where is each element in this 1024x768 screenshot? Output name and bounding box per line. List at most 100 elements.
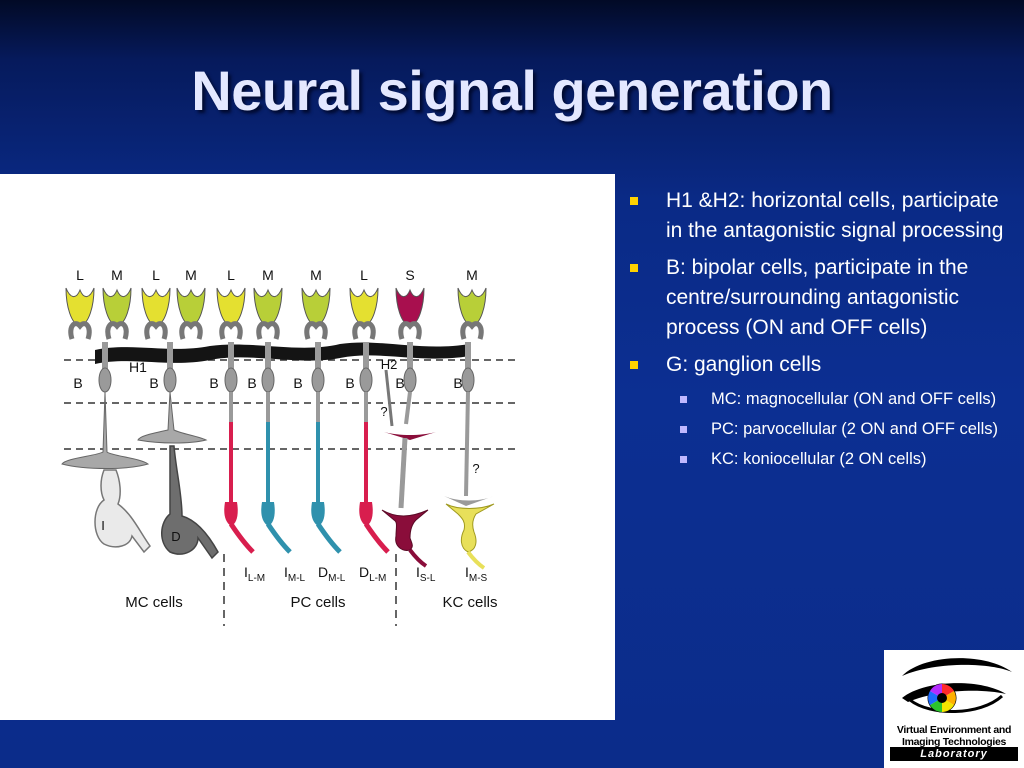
bullet-horizontal-cells: H1 &H2: horizontal cells, participate in… — [628, 186, 1018, 246]
logo-text-line1: Virtual Environment and — [896, 724, 1012, 736]
cone-pedicle — [179, 321, 203, 340]
bipolar-label: B — [149, 375, 158, 391]
sub-bullet-square-icon — [680, 456, 687, 463]
cone-pedicle — [68, 321, 92, 340]
h1-label: H1 — [129, 359, 147, 375]
pc-ganglion-axon — [363, 522, 390, 554]
cone-pedicle — [460, 321, 484, 340]
bipolar-cell-body — [163, 367, 177, 393]
cone-photoreceptor — [65, 287, 95, 327]
unknown-connection-label: ? — [472, 461, 479, 476]
sub-bullet-square-icon — [680, 426, 687, 433]
slide-title: Neural signal generation — [191, 59, 833, 122]
bipolar-label: B — [345, 375, 354, 391]
kc-ganglion-label: IS-L — [416, 564, 436, 584]
cone-label: S — [405, 267, 414, 283]
bipolar-cell-body — [261, 367, 275, 393]
bullet-list: H1 &H2: horizontal cells, participate in… — [628, 186, 1018, 477]
cone-photoreceptor — [176, 287, 206, 327]
mc-ganglion-label: I — [101, 518, 105, 533]
cone-photoreceptor — [253, 287, 283, 327]
cone-pedicle — [352, 321, 376, 340]
sub-bullet-square-icon — [680, 396, 687, 403]
mc-ganglion-cell-off — [161, 445, 219, 560]
pc-ganglion-cell-body — [261, 502, 275, 526]
bipolar-label: B — [453, 375, 462, 391]
cone-label: M — [111, 267, 123, 283]
pc-ganglion-cell-body — [311, 502, 325, 526]
region-label-pc: PC cells — [290, 594, 345, 611]
region-label-kc: KC cells — [442, 594, 497, 611]
kc-bipolar-axon — [404, 391, 412, 425]
cone-pedicle — [398, 321, 422, 340]
sub-bullet-kc: KC: koniocellular (2 ON cells) — [628, 447, 1018, 471]
bipolar-label: B — [247, 375, 256, 391]
cone-label: M — [185, 267, 197, 283]
cone-photoreceptor — [395, 287, 425, 327]
bipolar-cell-body — [98, 367, 112, 393]
cone-pedicle — [304, 321, 328, 340]
kc-bipolar-terminal — [444, 496, 494, 506]
bipolar-cell-body — [461, 367, 475, 393]
bipolar-cell-body — [359, 367, 373, 393]
bipolar-label: B — [209, 375, 218, 391]
kc-ganglion-axon — [408, 548, 428, 568]
bullet-bipolar-cells: B: bipolar cells, participate in the cen… — [628, 253, 1018, 343]
cone-photoreceptor — [349, 287, 379, 327]
bullet-square-icon — [630, 264, 638, 272]
mc-bipolar-axon-terminal — [61, 391, 150, 469]
cone-label: M — [466, 267, 478, 283]
logo-text-line2: Imaging Technologies — [901, 736, 1007, 748]
cone-pedicle — [105, 321, 129, 340]
mc-ganglion-label: D — [171, 529, 180, 544]
bipolar-cell-body — [224, 367, 238, 393]
pc-ganglion-cell-body — [224, 502, 238, 526]
horizontal-cell-network — [95, 342, 470, 364]
bipolar-label: B — [73, 375, 82, 391]
sub-bullet-text: KC: koniocellular (2 ON cells) — [711, 450, 927, 468]
eye-logo-icon — [902, 658, 1012, 714]
bipolar-label: B — [293, 375, 302, 391]
kc-ganglion-label: IM-S — [465, 564, 488, 584]
cone-label: L — [152, 267, 160, 283]
sub-bullet-text: MC: magnocellular (ON and OFF cells) — [711, 390, 997, 408]
cone-photoreceptor — [301, 287, 331, 327]
sub-bullet-text: PC: parvocellular (2 ON and OFF cells) — [711, 420, 999, 438]
sub-bullet-mc: MC: magnocellular (ON and OFF cells) — [628, 387, 1018, 411]
cone-label: M — [310, 267, 322, 283]
cone-label: L — [227, 267, 235, 283]
cone-pedicle — [256, 321, 280, 340]
kc-bipolar-terminal — [384, 432, 436, 440]
pc-ganglion-axon — [228, 522, 255, 554]
bullet-text: B: bipolar cells, participate in the cen… — [666, 256, 969, 339]
pc-ganglion-label: IL-M — [244, 564, 265, 584]
kc-ganglion-dendrite — [398, 437, 408, 509]
bullet-ganglion-cells: G: ganglion cells — [628, 350, 1018, 380]
kc-ganglion-cell-sl — [381, 509, 429, 551]
region-label-mc: MC cells — [125, 594, 183, 611]
pc-ganglion-label: DL-M — [359, 564, 386, 584]
h2-label: H2 — [381, 357, 398, 372]
pc-ganglion-cell-body — [359, 502, 373, 526]
logo-text-line3: Laboratory — [890, 747, 1018, 761]
bipolar-cell-body — [403, 367, 417, 393]
bipolar-label: B — [395, 375, 404, 391]
bipolar-cell-body — [311, 367, 325, 393]
cone-photoreceptor — [457, 287, 487, 327]
kc-bipolar-axon — [464, 391, 470, 497]
mc-bipolar-axon-terminal — [137, 391, 208, 444]
cone-photoreceptor — [141, 287, 171, 327]
kc-ganglion-axon — [466, 550, 486, 570]
cone-pedicle — [144, 321, 168, 340]
h2-horizontal-cell — [384, 369, 394, 427]
cone-label: L — [76, 267, 84, 283]
pc-ganglion-axon — [315, 522, 342, 554]
cone-photoreceptor — [102, 287, 132, 327]
lab-logo: Virtual Environment and Imaging Technolo… — [884, 650, 1024, 768]
mc-ganglion-cell-on — [94, 469, 151, 554]
bullet-text: G: ganglion cells — [666, 353, 822, 376]
cone-pedicle — [219, 321, 243, 340]
cone-label: L — [360, 267, 368, 283]
